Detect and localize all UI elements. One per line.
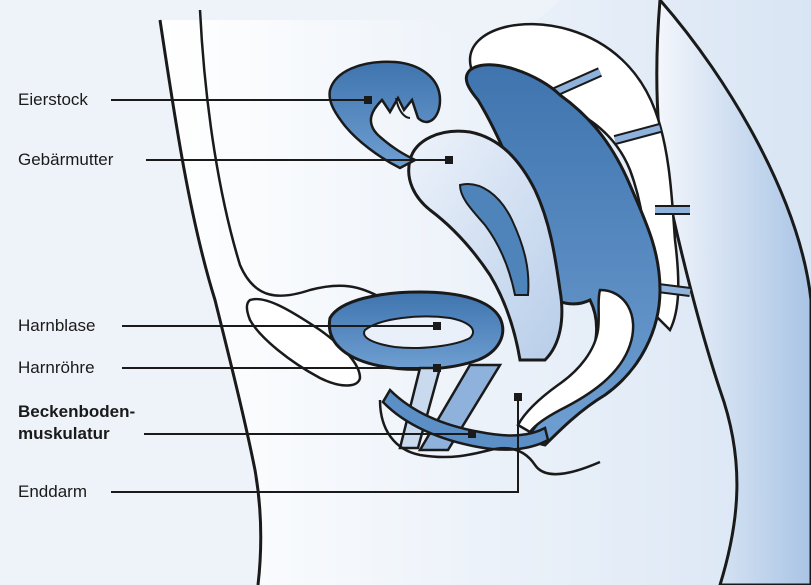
label-gebaermutter: Gebärmutter [18,150,113,170]
marker-enddarm [514,393,522,401]
intestine-band-fill [658,288,690,292]
label-eierstock: Eierstock [18,90,88,110]
label-enddarm: Enddarm [18,482,87,502]
marker-harnblase [433,322,441,330]
marker-beckenboden [468,430,476,438]
label-harnroehre: Harnröhre [18,358,95,378]
marker-harnroehre [433,364,441,372]
label-harnblase: Harnblase [18,316,96,336]
marker-eierstock [364,96,372,104]
label-beckenboden-line1: Beckenboden- [18,402,135,422]
label-beckenboden-line2: muskulatur [18,424,110,444]
marker-gebaermutter [445,156,453,164]
